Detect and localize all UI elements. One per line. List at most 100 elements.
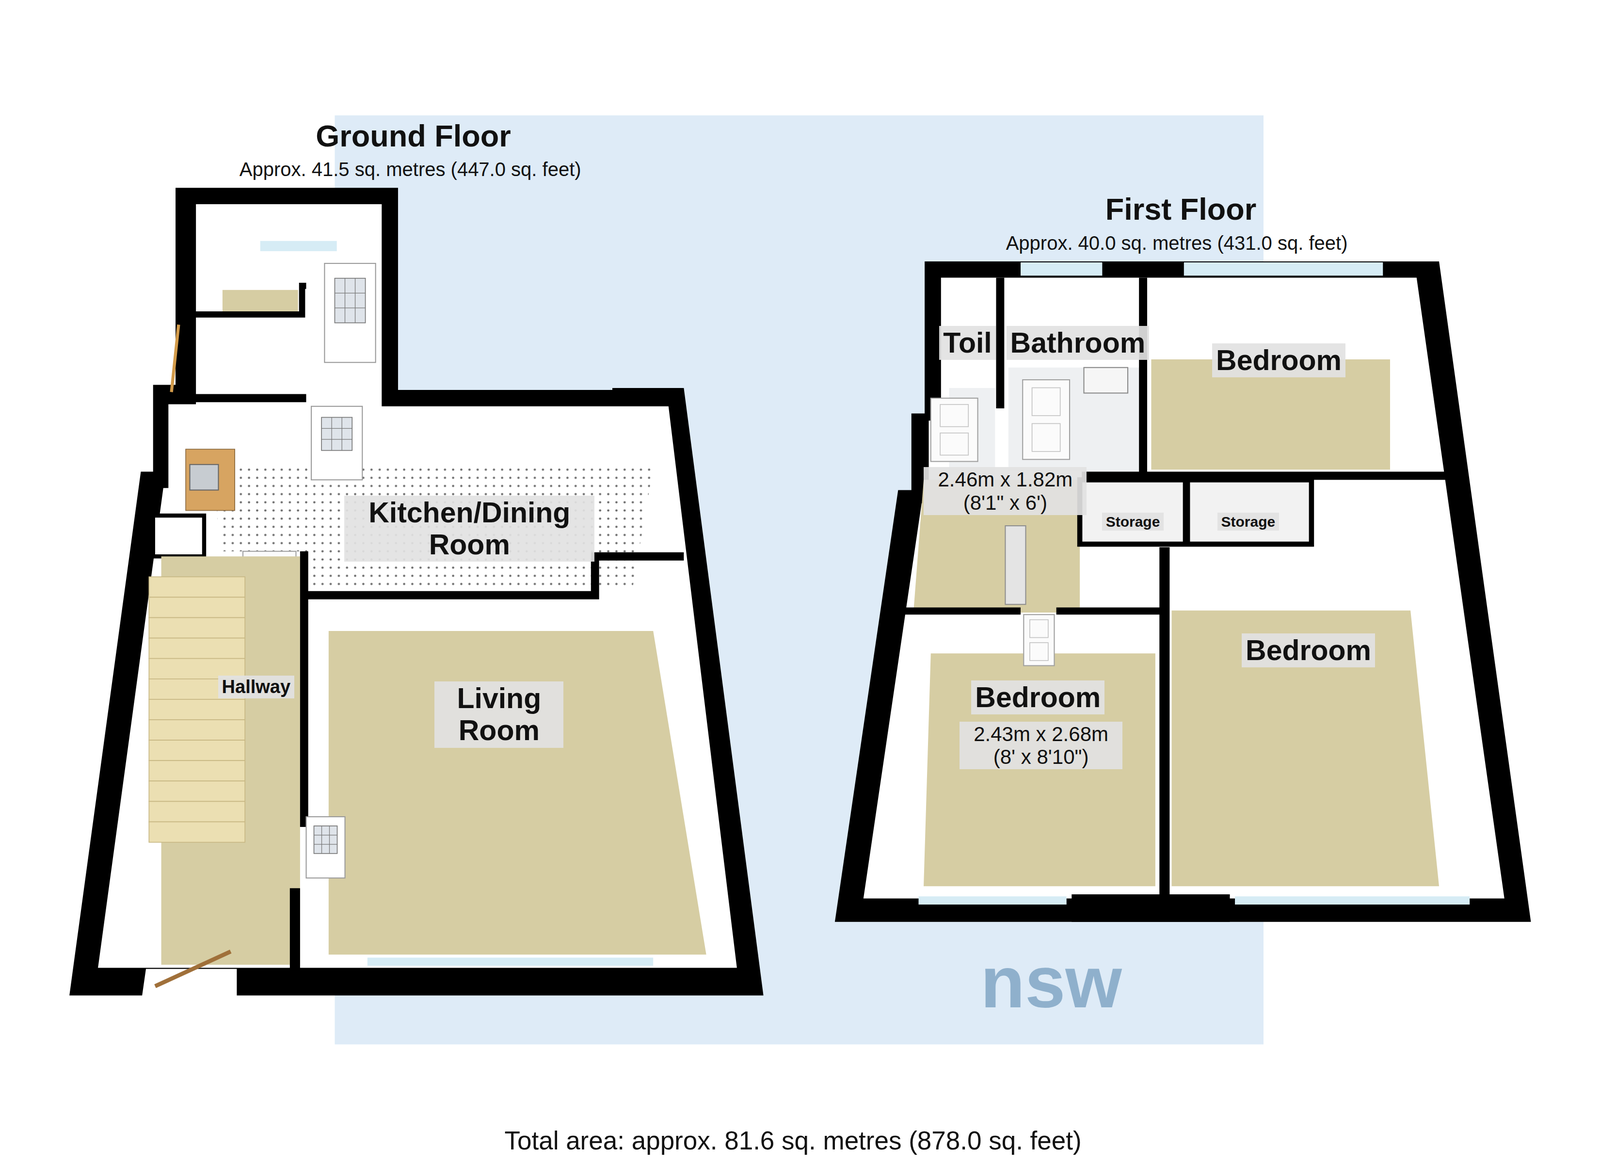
doorway	[142, 968, 238, 998]
door-glazing-bar	[341, 417, 343, 451]
door-glazing-bar	[321, 438, 352, 440]
outer-wall	[1071, 894, 1230, 922]
stair-tread	[148, 576, 245, 597]
stair-rail	[1005, 525, 1026, 605]
door-symbol	[324, 263, 376, 363]
door-panel	[1032, 387, 1061, 416]
room-area: Storage	[1079, 479, 1187, 544]
window	[918, 896, 1067, 905]
floor-area-note: Approx. 41.5 sq. metres (447.0 sq. feet)	[239, 158, 582, 181]
window	[1234, 896, 1470, 905]
room-area: Toil	[930, 311, 1003, 480]
door-panel	[940, 404, 969, 427]
stair-tread	[148, 596, 245, 618]
door-glass	[313, 825, 337, 854]
inner-wall	[289, 887, 301, 970]
dimension-label: 2.46m x 1.82m (8'1" x 6')	[923, 466, 1087, 515]
storage-cupboard	[1079, 479, 1312, 544]
inner-wall	[1159, 546, 1170, 900]
bathroom-floor	[1008, 367, 1139, 472]
room-name: Bedroom	[1212, 343, 1346, 378]
room-area: Hallway	[153, 556, 307, 965]
stair-tread	[148, 739, 245, 761]
door-glazing-bar	[331, 417, 332, 451]
room-dimensions: 2.43m x 2.68m (8' x 8'10")	[959, 721, 1123, 769]
floor-heading: First Floor	[1105, 192, 1257, 227]
bedroom-floor	[1171, 610, 1440, 886]
floor-outline: ToilBathroomBedroomStorageStorageBedroom…	[832, 188, 1536, 929]
inner-wall	[300, 551, 309, 827]
door-panel	[940, 432, 969, 456]
door-glazing-bar	[334, 292, 366, 294]
wall-face	[863, 277, 1505, 899]
door-panel	[1032, 423, 1061, 451]
inner-wall	[1138, 277, 1148, 480]
floor-heading: Ground Floor	[315, 118, 511, 154]
door-glazing-bar	[329, 825, 330, 854]
inner-wall	[995, 277, 1005, 409]
room-area: Bedroom	[1148, 295, 1424, 472]
room-area: Kitchen/Dining Room	[204, 464, 669, 592]
window	[1020, 262, 1103, 276]
door-glazing-bar	[344, 278, 346, 323]
stair-tread	[148, 617, 245, 639]
stair-tread	[148, 760, 245, 781]
door-symbol	[306, 816, 346, 878]
worktop	[185, 448, 235, 511]
floor-area-note: Approx. 40.0 sq. metres (431.0 sq. feet)	[1006, 232, 1348, 255]
door-symbol	[1022, 379, 1070, 460]
plan-group	[69, 115, 1531, 1045]
door-glass	[321, 417, 352, 451]
room-name: Bathroom	[1006, 325, 1150, 360]
door-glazing-bar	[321, 428, 352, 429]
room-name: Hallway	[218, 675, 295, 699]
door-symbol	[930, 398, 978, 462]
room-area: Bathroom	[1003, 311, 1152, 480]
stair-tread	[148, 638, 245, 659]
door-glazing-bar	[313, 843, 337, 845]
window	[260, 240, 337, 252]
room-name: Storage	[1102, 512, 1165, 531]
room-name: Kitchen/Dining Room	[344, 495, 595, 562]
bath-tub	[1084, 367, 1129, 394]
stair-tread	[148, 821, 245, 843]
inner-wall	[1056, 607, 1164, 615]
room-area: Storage	[1186, 479, 1312, 544]
room-name: Bedroom	[971, 680, 1105, 715]
outer-wall	[69, 187, 764, 995]
room-name: Living Room	[434, 681, 564, 748]
window	[367, 957, 654, 966]
floor-outline: Kitchen/Dining RoomHallway Living Room Gro…	[61, 102, 776, 1006]
wall-face	[97, 204, 737, 968]
inner-wall	[306, 556, 685, 595]
stair-tread	[148, 780, 245, 801]
sink	[190, 464, 219, 491]
door-panel	[1029, 642, 1049, 661]
room-name: Toil	[939, 325, 996, 360]
living-floor	[328, 630, 707, 955]
stair-tread	[148, 719, 245, 740]
door-glazing-bar	[334, 307, 366, 308]
door-symbol	[1023, 614, 1055, 666]
stair-tread	[148, 699, 245, 720]
window	[1184, 262, 1383, 276]
total-area-caption: Total area: approx. 81.6 sq. metres (878…	[504, 1125, 1082, 1155]
outer-wall	[834, 261, 1532, 922]
cupboard	[153, 515, 205, 557]
door-symbol	[311, 406, 363, 480]
inner-wall	[1183, 479, 1191, 544]
room-name: Bedroom	[1241, 633, 1376, 668]
inner-wall	[169, 394, 306, 403]
bedroom-floor	[923, 653, 1156, 886]
door-glazing-bar	[313, 834, 337, 835]
stair-tread	[148, 800, 245, 822]
room-name: Storage	[1217, 512, 1280, 531]
door-panel	[1029, 619, 1049, 638]
room-area: Bedroom	[1169, 551, 1444, 899]
room-area: Bedroom 2.43m x 2.68m (8' x 8'10")	[918, 614, 1162, 898]
watermark: nsw	[980, 941, 1122, 1023]
door-glazing-bar	[321, 825, 322, 854]
door-glazing-bar	[354, 278, 356, 323]
